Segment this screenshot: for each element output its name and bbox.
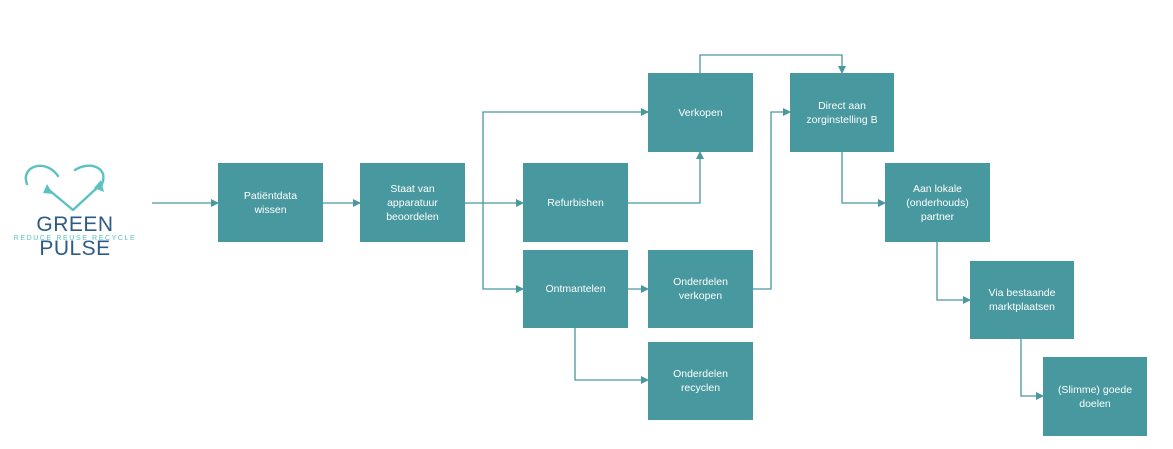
node-refurbishen: Refurbishen <box>523 163 628 242</box>
edge-direct-lokale <box>841 152 886 207</box>
edge-refurbishen-verkopen <box>628 151 704 204</box>
edge-staat-verkopen <box>482 108 649 203</box>
node-label: Staat van apparatuur beoordelen <box>386 182 439 223</box>
edge-lokale-markt <box>936 242 971 304</box>
heart-recycle-icon <box>24 164 105 212</box>
logo-title: GREEN PULSE <box>36 213 114 260</box>
node-goede-doelen: (Slimme) goede doelen <box>1043 357 1147 436</box>
node-ontmantelen: Ontmantelen <box>523 250 628 328</box>
node-marktplaatsen: Via bestaande marktplaatsen <box>970 261 1074 339</box>
node-label: Verkopen <box>678 106 723 119</box>
edge-verkopen-direct <box>699 54 846 74</box>
logo-tagline: REDUCE REUSE RECYCLE <box>13 235 137 242</box>
edge-ontmantelen-recyclen <box>574 328 649 384</box>
node-label: Patiëntdata wissen <box>243 189 298 216</box>
node-label: Ontmantelen <box>545 283 606 295</box>
node-patientdata-wissen: Patiëntdata wissen <box>218 163 323 242</box>
edge-staat-ontmantelen <box>482 203 524 293</box>
node-label: Onderdelen verkopen <box>673 276 728 302</box>
edge-onderdelen-verkopen-direct <box>753 108 791 290</box>
node-label: (Slimme) goede doelen <box>1057 383 1133 410</box>
node-label: Via bestaande marktplaatsen <box>988 287 1056 313</box>
node-onderdelen-verkopen: Onderdelen verkopen <box>648 250 753 328</box>
node-label: Direct aan zorginstelling B <box>806 99 878 126</box>
node-label: Aan lokale (onderhouds) partner <box>906 182 969 223</box>
green-pulse-logo <box>24 164 105 212</box>
node-onderdelen-recyclen: Onderdelen recyclen <box>648 342 753 420</box>
node-staat-beoordelen: Staat van apparatuur beoordelen <box>360 163 465 242</box>
node-verkopen: Verkopen <box>648 73 753 152</box>
node-lokale-partner: Aan lokale (onderhouds) partner <box>885 163 990 242</box>
node-direct-zorginstelling: Direct aan zorginstelling B <box>790 73 894 152</box>
edge-markt-doelen <box>1020 339 1044 400</box>
node-label: Onderdelen recyclen <box>673 368 728 394</box>
node-label: Refurbishen <box>547 196 604 209</box>
